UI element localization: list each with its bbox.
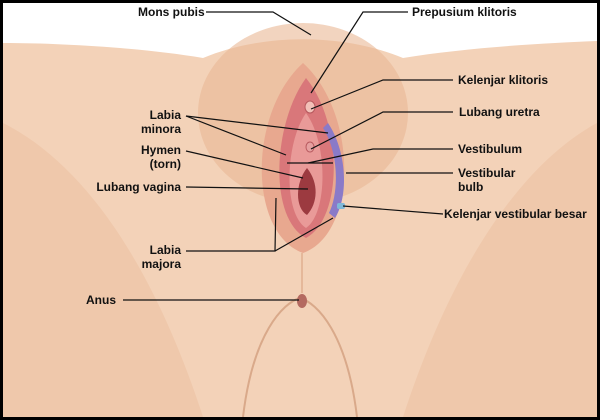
urethral-opening bbox=[305, 141, 315, 153]
label-line-1: Hymen bbox=[140, 143, 181, 157]
leader-lines bbox=[123, 11, 453, 301]
label-kelenjar-vestibular-besar: Kelenjar vestibular besar bbox=[444, 207, 587, 221]
label-anus: Anus bbox=[86, 293, 116, 307]
label-mons-pubis: Mons pubis bbox=[138, 5, 205, 19]
label-lubang-uretra: Lubang uretra bbox=[459, 105, 540, 119]
label-line-1: Vestibular bbox=[458, 166, 516, 180]
label-line-2: majora bbox=[141, 257, 181, 271]
vaginal-opening bbox=[298, 168, 316, 215]
label-vestibulum: Vestibulum bbox=[458, 142, 523, 156]
vestibular-bulb bbox=[323, 123, 345, 218]
label-line-2: (torn) bbox=[149, 157, 181, 171]
right-thigh-shade bbox=[403, 123, 597, 417]
label-line-2: bulb bbox=[458, 180, 484, 194]
anus-shape bbox=[297, 294, 307, 308]
label-line-1: Labia bbox=[149, 108, 181, 122]
anatomy-diagram: Mons pubis Prepusium klitoris Kelenjar k… bbox=[3, 3, 597, 417]
clitoris bbox=[304, 100, 316, 114]
illustration bbox=[3, 11, 597, 417]
left-thigh-shade bbox=[3, 123, 203, 417]
greater-vestibular-gland bbox=[337, 203, 345, 209]
label-prepusium-klitoris: Prepusium klitoris bbox=[412, 5, 517, 19]
label-kelenjar-klitoris: Kelenjar klitoris bbox=[458, 73, 549, 87]
label-line-2: minora bbox=[140, 122, 181, 136]
label-line-1: Labia bbox=[149, 243, 181, 257]
label-hymen: Hymen(torn) bbox=[141, 143, 181, 171]
label-lubang-vagina: Lubang vagina bbox=[96, 180, 181, 194]
